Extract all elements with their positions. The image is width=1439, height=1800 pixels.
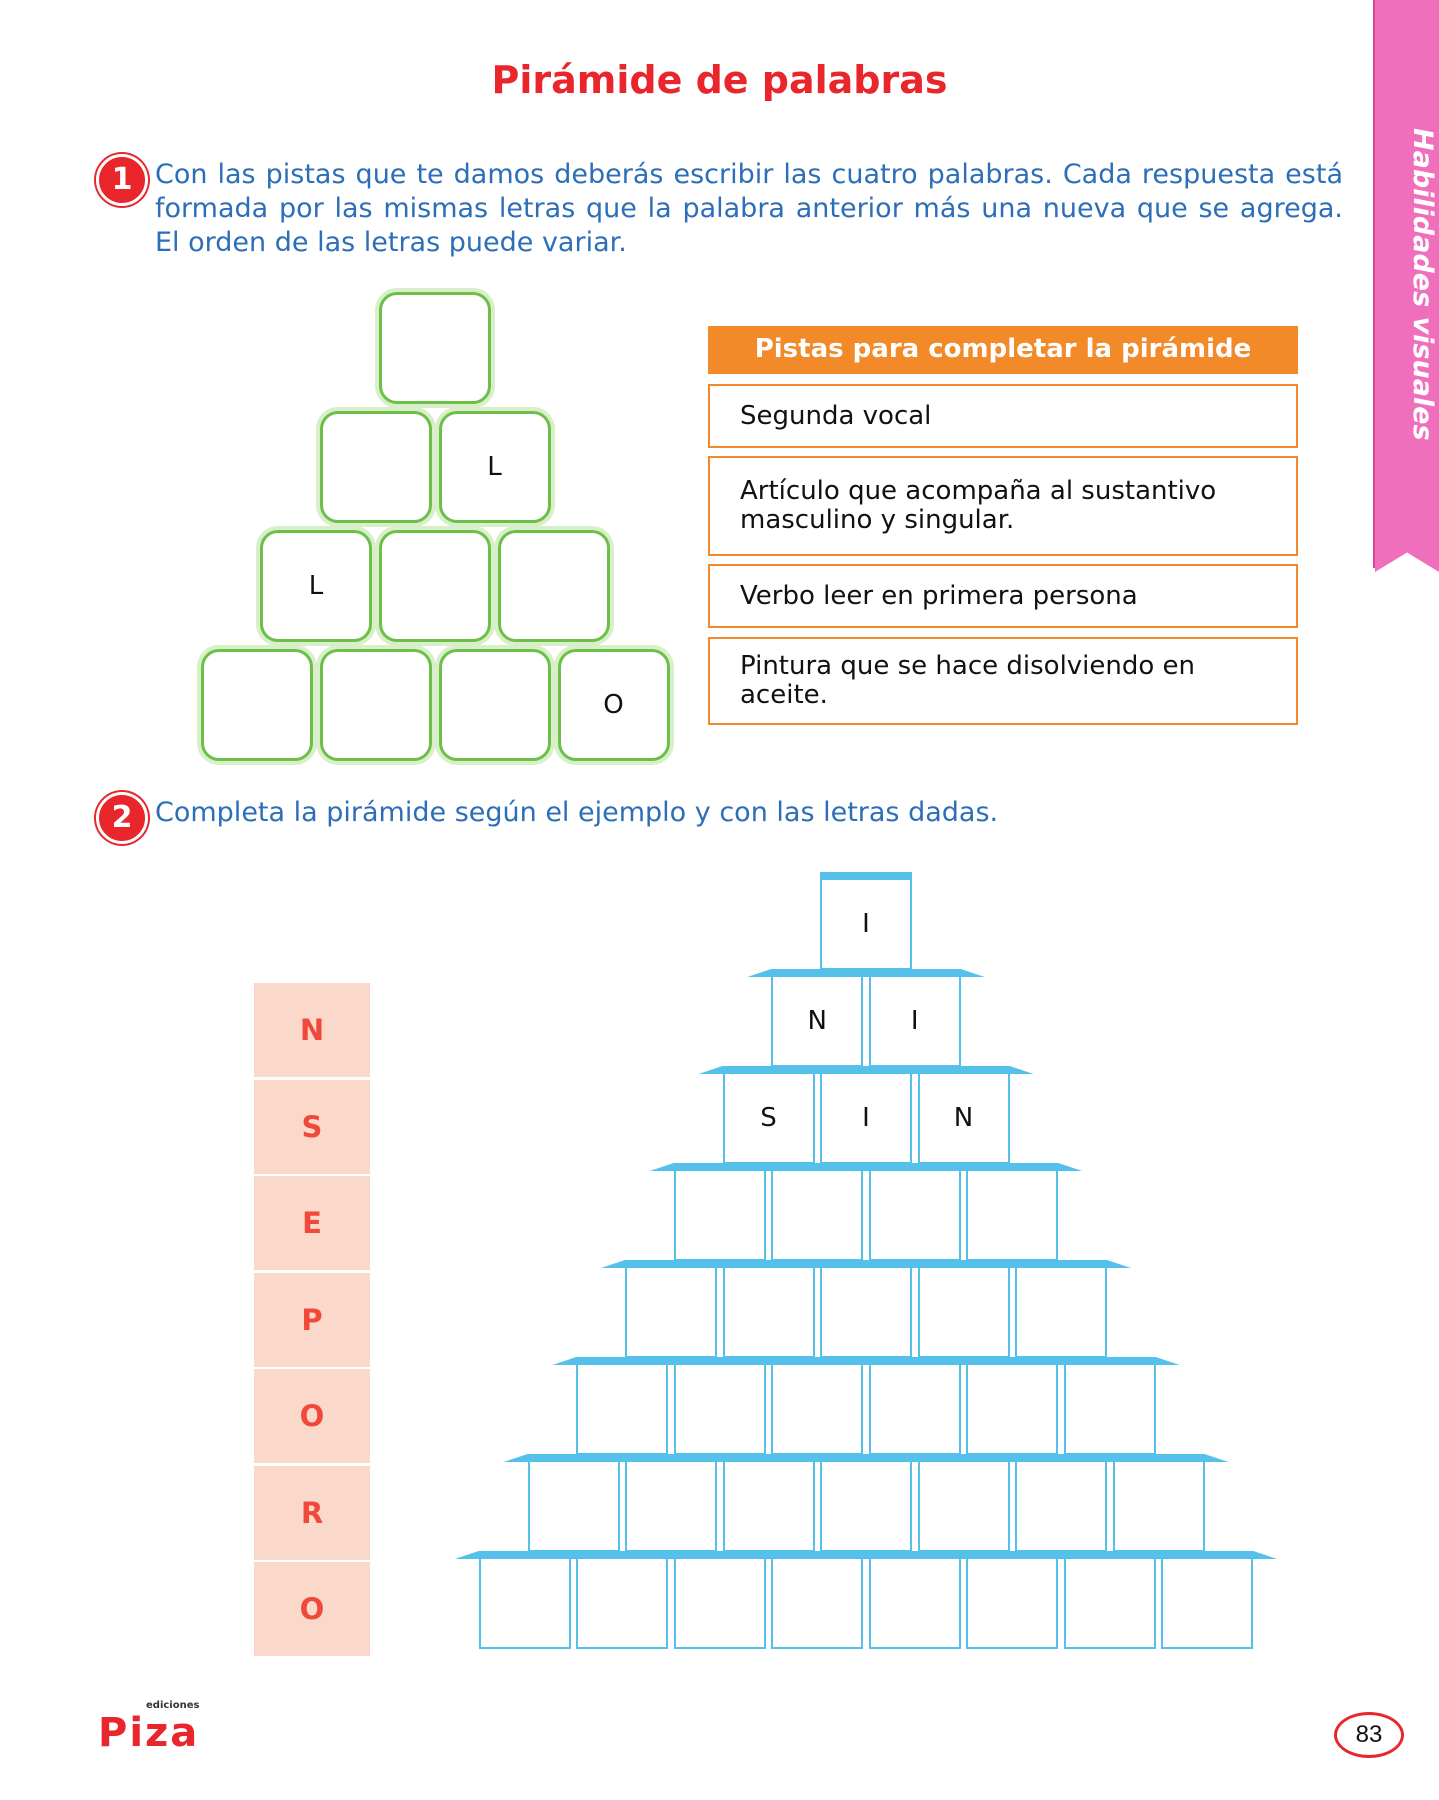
letter-pyramid-cell[interactable] xyxy=(868,1557,961,1649)
clue-text: Verbo leer en primera persona xyxy=(740,580,1138,611)
letter-pyramid-cell[interactable] xyxy=(722,1266,815,1358)
word-pyramid-cell[interactable] xyxy=(438,649,551,761)
letter-pyramid-cell[interactable] xyxy=(673,1557,766,1649)
word-pyramid-cell[interactable] xyxy=(379,292,491,404)
clue-box: Segunda vocal xyxy=(708,384,1298,448)
letter-pyramid-cell[interactable] xyxy=(1015,1266,1107,1358)
letter-pyramid-cell[interactable] xyxy=(820,1460,912,1552)
letter-pyramid-cell[interactable] xyxy=(527,1460,620,1552)
logo-text: Piza xyxy=(98,1710,200,1756)
given-letter-cell: O xyxy=(254,1369,370,1463)
word-pyramid-cell[interactable] xyxy=(319,649,432,761)
letter-pyramid-cell[interactable] xyxy=(966,1169,1059,1261)
letter-pyramid-cell[interactable] xyxy=(771,1363,864,1455)
clue-text: Pintura que se hace disolviendo en aceit… xyxy=(740,651,1196,710)
letter-pyramid-cell[interactable] xyxy=(966,1363,1059,1455)
clue-box: Verbo leer en primera persona xyxy=(708,564,1298,628)
letter-pyramid-cell[interactable]: S xyxy=(722,1072,815,1164)
word-pyramid-cell[interactable] xyxy=(498,530,610,642)
pyramid-row-cap xyxy=(601,1260,1131,1268)
given-letter-cell: P xyxy=(254,1272,370,1367)
letter-pyramid-cell[interactable]: I xyxy=(820,878,912,970)
letter-pyramid-cell[interactable] xyxy=(917,1266,1010,1358)
letter-pyramid-cell[interactable] xyxy=(1112,1460,1205,1552)
publisher-logo: ediciones Piza xyxy=(98,1700,208,1756)
word-pyramid-cell[interactable]: L xyxy=(438,411,551,523)
clue-box: Artículo que acompaña al sustantivo masc… xyxy=(708,456,1298,556)
clue-text: Segunda vocal xyxy=(740,400,932,431)
word-pyramid-cell[interactable] xyxy=(319,411,432,523)
letter-pyramid-cell[interactable] xyxy=(1063,1363,1156,1455)
exercise-1-number: 1 xyxy=(96,154,148,206)
letter-pyramid-cell[interactable] xyxy=(820,1266,912,1358)
letter-pyramid-cell[interactable] xyxy=(722,1460,815,1552)
given-letter-cell: S xyxy=(254,1079,370,1174)
given-letter-cell: R xyxy=(254,1465,370,1560)
section-tab-label: Habilidades visuales xyxy=(1407,128,1438,441)
letter-pyramid-cell[interactable] xyxy=(1015,1460,1107,1552)
letter-pyramid-cell[interactable] xyxy=(625,1266,717,1358)
page-number: 83 xyxy=(1334,1712,1404,1758)
word-pyramid-cell[interactable]: L xyxy=(260,530,372,642)
pyramid-row-cap xyxy=(820,872,912,880)
page-title: Pirámide de palabras xyxy=(491,58,948,102)
clue-text: Artículo que acompaña al sustantivo masc… xyxy=(740,476,1217,535)
letter-pyramid-cell[interactable] xyxy=(771,1557,864,1649)
letter-pyramid-cell[interactable] xyxy=(673,1169,766,1261)
pyramid-row-cap xyxy=(699,1066,1034,1074)
word-pyramid-cell[interactable]: O xyxy=(557,649,670,761)
pyramid-row-cap xyxy=(504,1454,1229,1462)
letter-pyramid-cell[interactable] xyxy=(625,1460,717,1552)
given-letter-cell: O xyxy=(254,1562,370,1656)
letter-pyramid-cell[interactable]: I xyxy=(868,975,961,1067)
letter-pyramid-cell[interactable] xyxy=(1063,1557,1156,1649)
word-pyramid-cell[interactable] xyxy=(379,530,491,642)
exercise-2-instruction: Completa la pirámide según el ejemplo y … xyxy=(155,797,999,828)
word-pyramid-cell[interactable] xyxy=(200,649,313,761)
letter-pyramid-cell[interactable] xyxy=(1161,1557,1254,1649)
letter-pyramid-cell[interactable]: N xyxy=(917,1072,1010,1164)
section-tab xyxy=(1375,0,1439,572)
exercise-2-number: 2 xyxy=(96,792,148,844)
given-letter-cell: E xyxy=(254,1176,370,1270)
letter-pyramid-cell[interactable] xyxy=(576,1557,669,1649)
letter-pyramid-cell[interactable] xyxy=(917,1460,1010,1552)
side-tab-border xyxy=(1373,0,1375,568)
letter-pyramid-cell[interactable] xyxy=(576,1363,669,1455)
letter-pyramid-cell[interactable] xyxy=(673,1363,766,1455)
letter-pyramid-cell[interactable] xyxy=(868,1363,961,1455)
letter-pyramid-cell[interactable]: I xyxy=(820,1072,912,1164)
letter-pyramid-cell[interactable] xyxy=(966,1557,1059,1649)
letter-pyramid-cell[interactable] xyxy=(771,1169,864,1261)
pyramid-row-cap xyxy=(552,1357,1180,1365)
clue-box: Pintura que se hace disolviendo en aceit… xyxy=(708,637,1298,725)
logo-subtitle: ediciones xyxy=(146,1700,200,1711)
clues-title: Pistas para completar la pirámide xyxy=(708,326,1298,374)
exercise-1-instruction: Con las pistas que te damos deberás escr… xyxy=(155,159,1343,258)
letter-pyramid-cell[interactable] xyxy=(868,1169,961,1261)
pyramid-row-cap xyxy=(455,1551,1278,1559)
given-letter-cell: N xyxy=(254,983,370,1077)
letter-pyramid-cell[interactable] xyxy=(478,1557,571,1649)
letter-pyramid-cell[interactable]: N xyxy=(771,975,864,1067)
pyramid-row-cap xyxy=(650,1163,1083,1171)
pyramid-row-cap xyxy=(747,969,985,977)
